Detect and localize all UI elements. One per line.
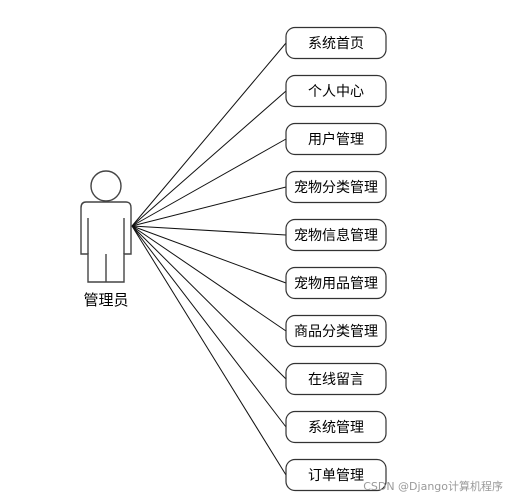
use-case: 用户管理 bbox=[285, 122, 387, 156]
actor-head bbox=[90, 170, 122, 202]
use-case: 商品分类管理 bbox=[285, 314, 387, 348]
use-case-box bbox=[285, 170, 387, 204]
association-line bbox=[131, 186, 287, 227]
use-case: 在线留言 bbox=[285, 362, 387, 396]
use-case-label: 系统首页 bbox=[308, 36, 364, 52]
use-case: 宠物用品管理 bbox=[285, 266, 387, 300]
use-case-box bbox=[285, 218, 387, 252]
association-line bbox=[131, 225, 287, 380]
use-case: 系统首页 bbox=[285, 26, 387, 60]
use-case-label: 系统管理 bbox=[308, 420, 364, 436]
use-case-label: 宠物信息管理 bbox=[294, 227, 378, 244]
watermark: CSDN @Django计算机程序 bbox=[363, 480, 503, 493]
use-cases: 系统首页个人中心用户管理宠物分类管理宠物信息管理宠物用品管理商品分类管理在线留言… bbox=[285, 26, 387, 492]
use-case: 个人中心 bbox=[285, 74, 387, 108]
actor-label: 管理员 bbox=[83, 291, 128, 309]
association-line bbox=[131, 225, 287, 476]
use-case-label: 商品分类管理 bbox=[294, 324, 378, 340]
association-line bbox=[131, 225, 287, 332]
use-case-box bbox=[285, 314, 387, 348]
actor-body bbox=[80, 201, 132, 283]
use-case-box bbox=[285, 266, 387, 300]
use-case: 宠物分类管理 bbox=[285, 170, 387, 204]
use-case-box bbox=[285, 458, 387, 492]
actor-figure bbox=[80, 170, 132, 283]
association-line bbox=[131, 138, 287, 227]
use-case-box bbox=[285, 410, 387, 444]
use-case-label: 宠物分类管理 bbox=[294, 180, 378, 196]
association-line bbox=[131, 225, 287, 284]
association-line bbox=[131, 42, 287, 227]
use-case-label: 订单管理 bbox=[308, 468, 364, 484]
association-line bbox=[131, 225, 287, 428]
use-case-box bbox=[285, 26, 387, 60]
use-case-label: 宠物用品管理 bbox=[294, 276, 378, 292]
association-lines bbox=[131, 42, 287, 476]
use-case-label: 个人中心 bbox=[308, 84, 364, 100]
use-case: 订单管理 bbox=[285, 458, 387, 492]
use-case-box bbox=[285, 74, 387, 108]
use-case-box bbox=[285, 122, 387, 156]
use-case: 宠物信息管理 bbox=[285, 218, 387, 252]
use-case-label: 在线留言 bbox=[308, 372, 364, 388]
use-case-label: 用户管理 bbox=[308, 131, 364, 148]
use-case-box bbox=[285, 362, 387, 396]
use-case: 系统管理 bbox=[285, 410, 387, 444]
association-line bbox=[131, 225, 287, 236]
association-line bbox=[131, 90, 287, 227]
